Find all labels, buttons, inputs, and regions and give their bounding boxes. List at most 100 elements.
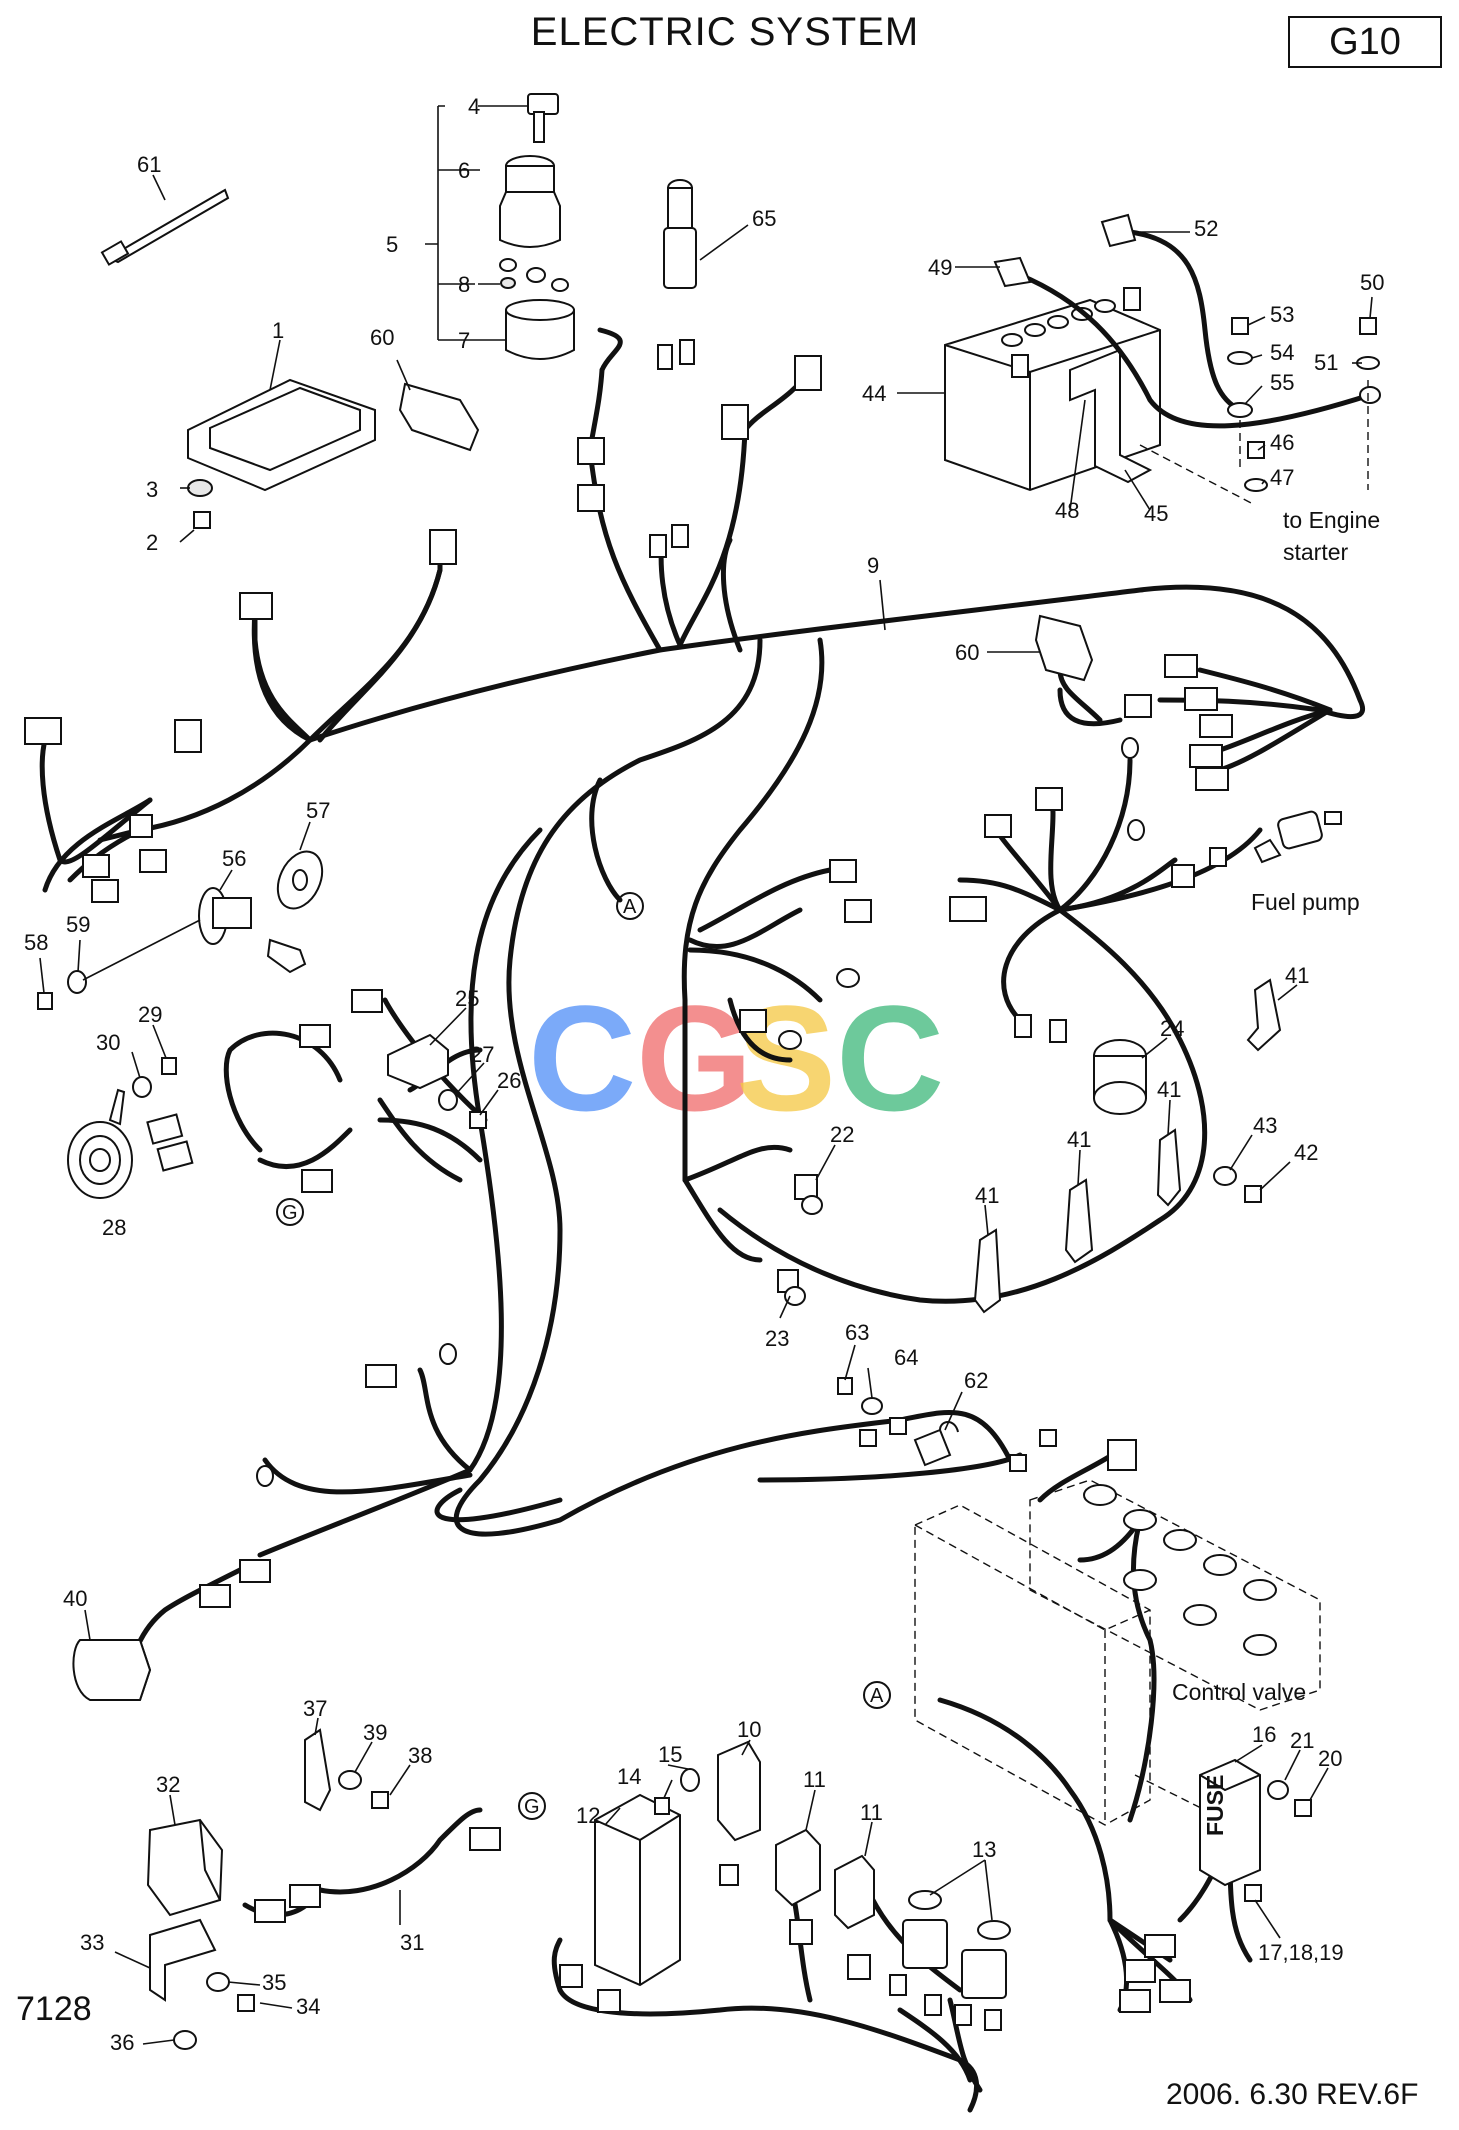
main-wire-harness [39, 327, 1365, 2113]
section-code-box: G10 [1288, 16, 1442, 68]
clip-part-41-d [973, 1228, 1002, 1314]
leader-lines [39, 105, 1373, 2045]
engine-starter-note-line-1: to Engine [1283, 507, 1380, 533]
terminal-part-23 [777, 1269, 806, 1306]
svg-text:A: A [623, 896, 637, 918]
callout-28: 28 [102, 1215, 126, 1240]
clip-part-41-c [1064, 1178, 1094, 1264]
clip-part-41-b [1156, 1128, 1182, 1207]
callout-6: 6 [458, 158, 470, 183]
work-lamp-part-32 [146, 1818, 224, 1917]
callout-23: 23 [765, 1326, 789, 1351]
callout-16: 16 [1252, 1722, 1276, 1747]
callout-14: 14 [617, 1764, 641, 1789]
callout-1: 1 [272, 318, 284, 343]
callout-32: 32 [156, 1772, 180, 1797]
fuel-pump-note: Fuel pump [1251, 889, 1360, 915]
callout-11b: 11 [860, 1800, 883, 1825]
fuse-box-part-16: FUSE [1199, 1758, 1312, 1887]
callout-65: 65 [752, 206, 776, 231]
callout-59: 59 [66, 912, 90, 937]
callout-54: 54 [1270, 340, 1294, 365]
callout-45: 45 [1144, 501, 1168, 526]
battery-cable-part-52 [1100, 213, 1243, 413]
callout-39: 39 [363, 1720, 387, 1745]
lamp-part-40 [72, 1639, 152, 1701]
callout-46: 46 [1270, 430, 1294, 455]
callout-22: 22 [830, 1122, 854, 1147]
callout-42: 42 [1294, 1140, 1318, 1165]
battery-bracket-part-45 [1069, 348, 1153, 484]
relay-part-13-a [902, 1890, 948, 1969]
lamp-bracket-part-37 [304, 1728, 389, 1812]
cable-tie-part-61 [100, 188, 230, 266]
flange-part-57 [276, 850, 324, 910]
watermark: C G S C [528, 974, 944, 1142]
callout-2: 2 [146, 530, 158, 555]
callout-37: 37 [303, 1696, 327, 1721]
callout-62: 62 [964, 1368, 988, 1393]
callout-43: 43 [1253, 1113, 1277, 1138]
callout-3: 3 [146, 477, 158, 502]
callout-49: 49 [928, 255, 952, 280]
callout-26: 26 [497, 1068, 521, 1093]
battery-hardware [1139, 317, 1380, 506]
callout-31: 31 [400, 1930, 424, 1955]
callout-41b: 41 [1157, 1077, 1181, 1102]
clip-part-41-a [1246, 978, 1282, 1052]
relay-part-62 [837, 1377, 959, 1467]
terminal-part-22 [794, 1174, 823, 1215]
switch-part-60 [398, 382, 1094, 682]
callout-60b: 60 [955, 640, 979, 665]
control-valve [914, 1439, 1321, 1826]
callout-20: 20 [1318, 1746, 1342, 1771]
revision-date: 2006. 6.30 REV.6F [1166, 2078, 1419, 2111]
callout-53: 53 [1270, 302, 1294, 327]
callout-38: 38 [408, 1743, 432, 1768]
connectors [24, 355, 1262, 2031]
callout-5: 5 [386, 232, 398, 257]
callout-41c: 41 [1067, 1127, 1091, 1152]
callout-24: 24 [1160, 1016, 1184, 1041]
callout-25: 25 [455, 986, 479, 1011]
connector-mark-g-left: G [276, 1198, 304, 1226]
sender-part-56 [37, 887, 307, 1010]
callout-50: 50 [1360, 270, 1384, 295]
relay-part-13-b [961, 1920, 1011, 1999]
socket-part-65 [657, 179, 697, 370]
callout-58: 58 [24, 930, 48, 955]
lamp-mount-part-33 [149, 1918, 255, 2050]
controller-part-12 [594, 1793, 681, 1987]
callout-44: 44 [862, 381, 886, 406]
callout-41a: 41 [1285, 963, 1309, 988]
watermark-letter-4: C [836, 974, 944, 1142]
callout-33: 33 [80, 1930, 104, 1955]
callout-27: 27 [470, 1042, 494, 1067]
figure-number: 7128 [16, 1990, 92, 2028]
callout-48: 48 [1055, 498, 1079, 523]
callout-7: 7 [458, 328, 470, 353]
callout-36: 36 [110, 2030, 134, 2055]
connector-mark-a-top: A [616, 892, 644, 920]
horn-hardware [132, 1057, 177, 1098]
callout-13: 13 [972, 1837, 996, 1862]
relay-part-10 [717, 1740, 761, 1886]
callout-17-18-19: 17,18,19 [1258, 1940, 1344, 1965]
callout-29: 29 [138, 1002, 162, 1027]
callout-60a: 60 [370, 325, 394, 350]
svg-text:G: G [524, 1796, 540, 1818]
callout-34: 34 [296, 1994, 320, 2019]
callout-30: 30 [96, 1030, 120, 1055]
callout-12: 12 [576, 1803, 600, 1828]
callout-56: 56 [222, 846, 246, 871]
watermark-letter-2: G [636, 974, 753, 1142]
fuel-pump-part [1253, 810, 1342, 864]
connector-mark-g-bottom: G [518, 1792, 546, 1820]
buzzer-part-24 [1093, 1039, 1147, 1115]
watermark-letter-1: C [528, 974, 636, 1142]
callout-63: 63 [845, 1320, 869, 1345]
control-valve-note: Control valve [1172, 1679, 1306, 1705]
notes: to Engine starter Fuel pump Control valv… [1172, 507, 1380, 1705]
